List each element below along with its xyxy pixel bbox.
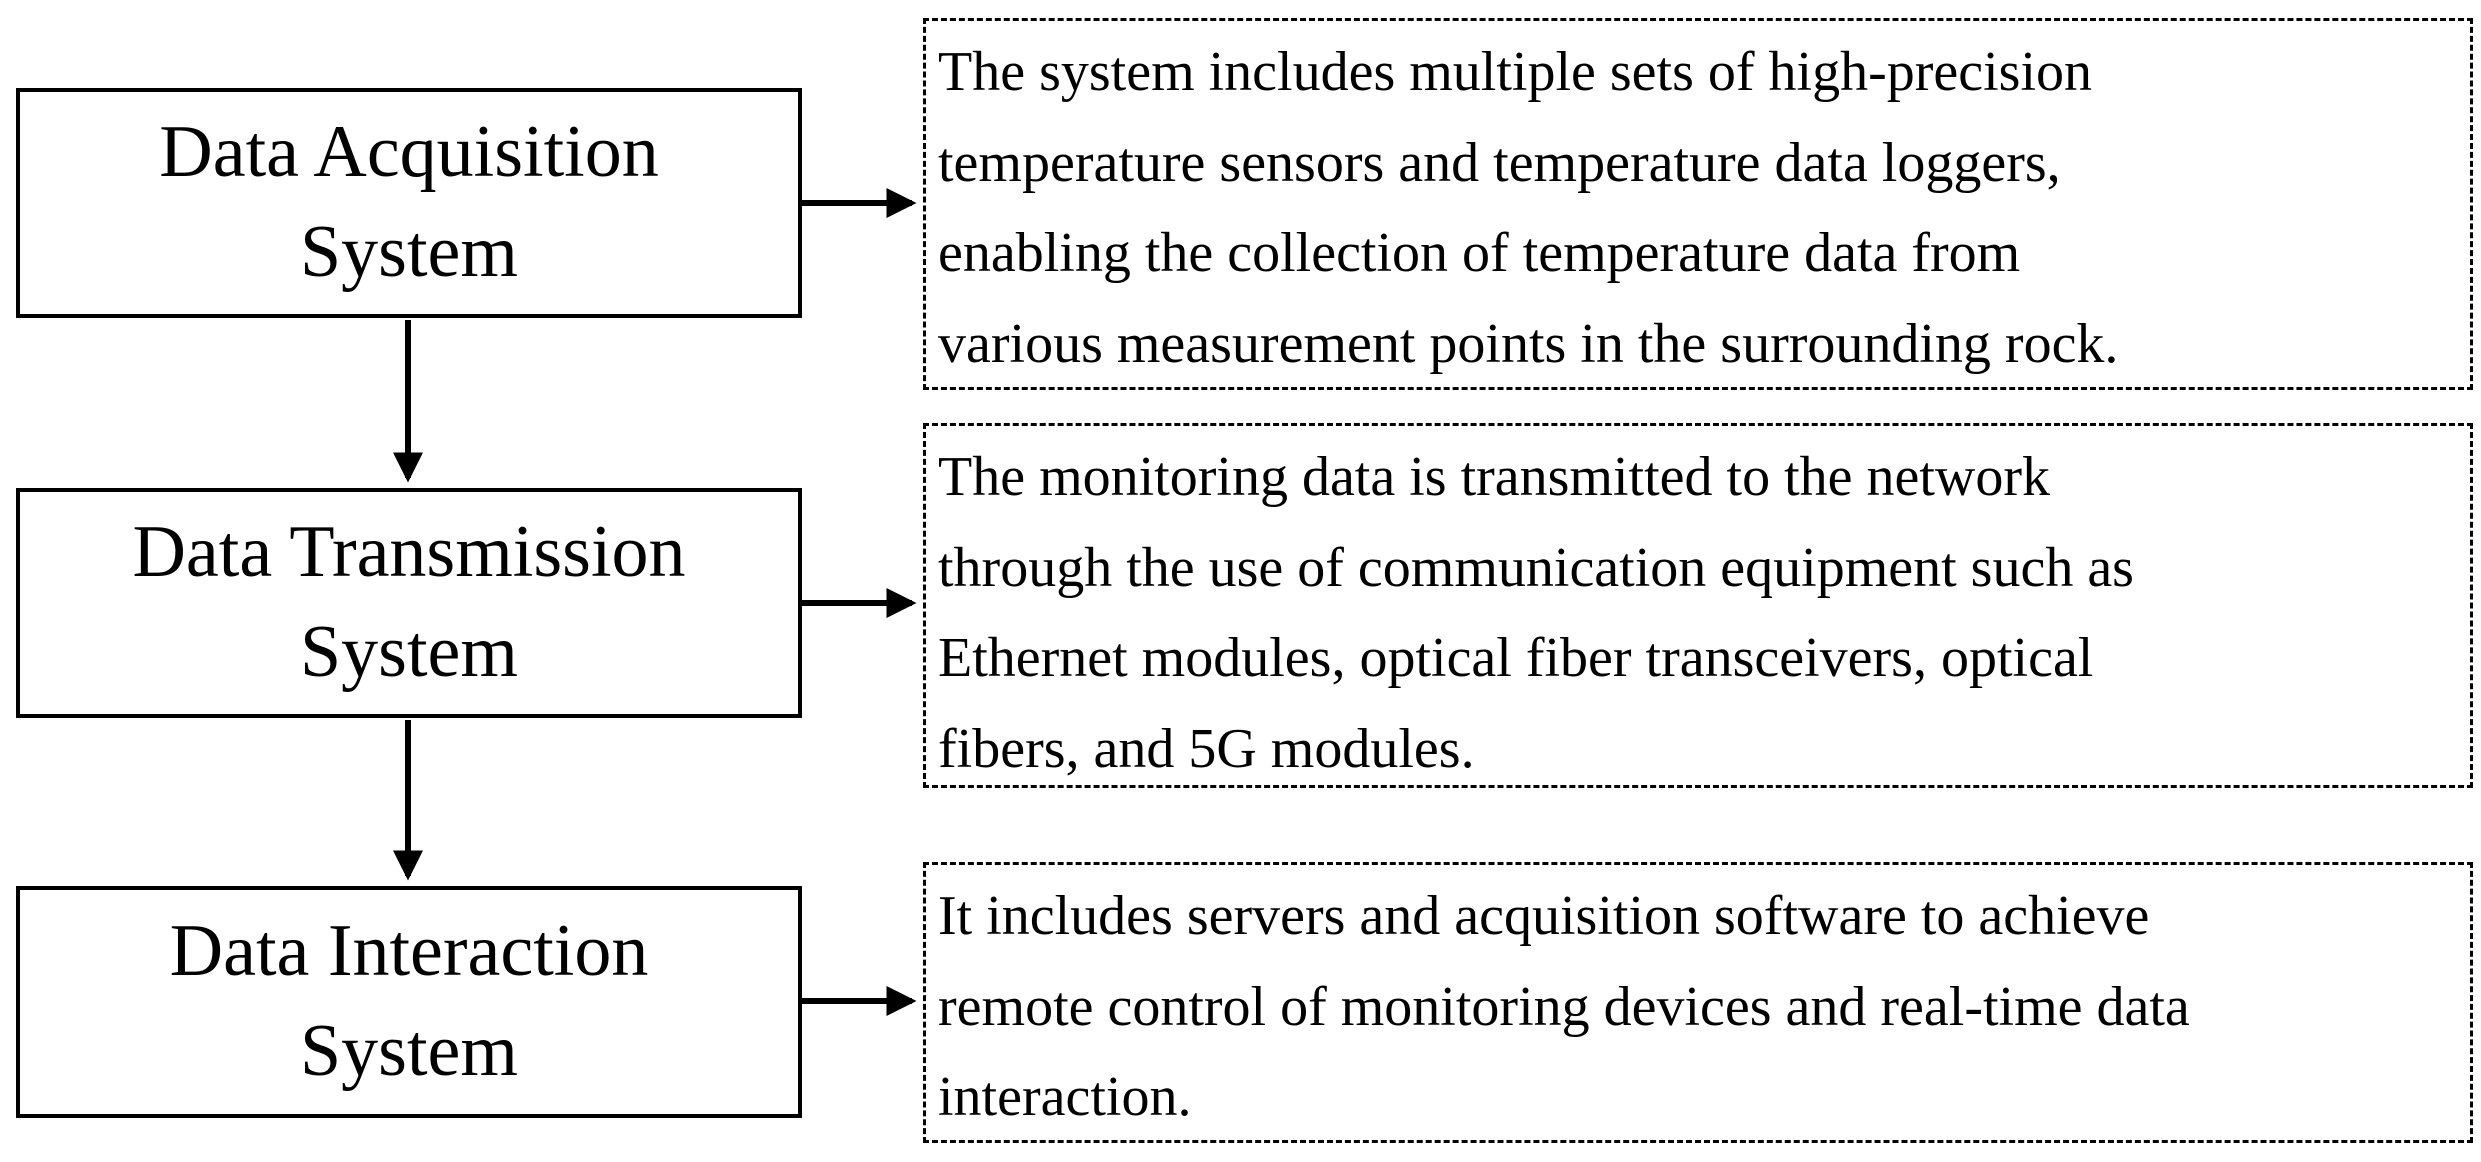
node-data-interaction-system: Data Interaction System — [16, 886, 802, 1118]
node-data-transmission-system: Data Transmission System — [16, 488, 802, 718]
node-data-acquisition-system: Data Acquisition System — [16, 88, 802, 318]
description-data-transmission-system: The monitoring data is transmitted to th… — [923, 423, 2473, 788]
description-data-acquisition-system: The system includes multiple sets of hig… — [923, 18, 2473, 390]
node-label: Data Acquisition System — [159, 111, 659, 293]
node-label: Data Transmission System — [132, 511, 686, 693]
description-data-interaction-system: It includes servers and acquisition soft… — [923, 862, 2473, 1143]
node-label: Data Interaction System — [169, 910, 649, 1092]
